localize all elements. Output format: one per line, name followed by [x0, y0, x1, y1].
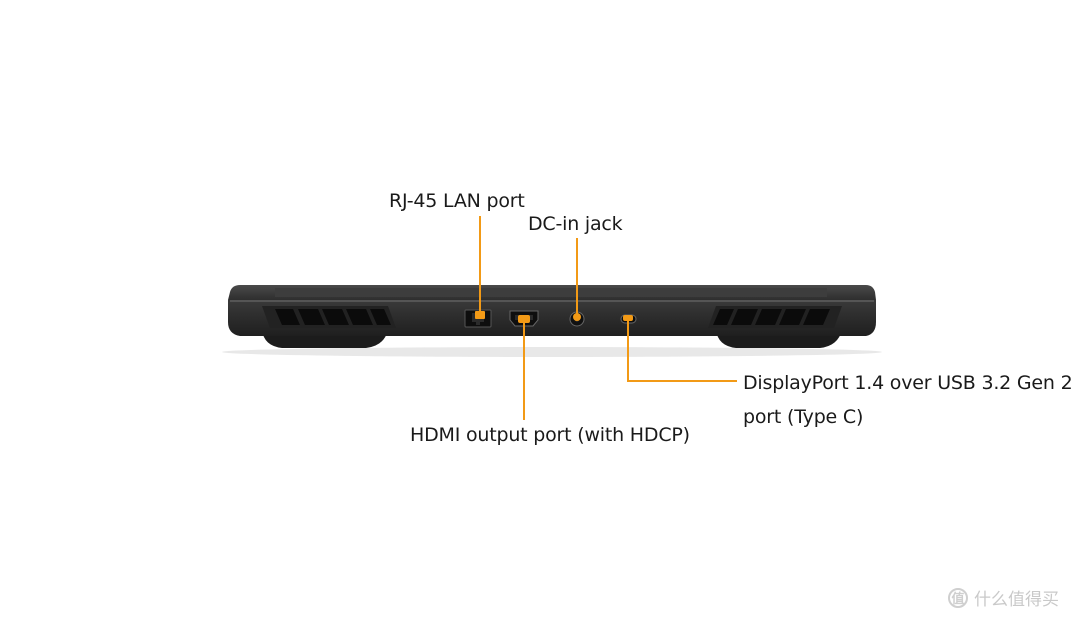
leader-lines	[479, 216, 737, 420]
left-exhaust-vent	[262, 306, 396, 328]
watermark-text: 什么值得买	[974, 590, 1059, 610]
hinge-bar	[275, 288, 827, 297]
shadow	[222, 347, 882, 357]
leader-dots	[475, 311, 633, 323]
hdmi-label: HDMI output port (with HDCP)	[410, 424, 690, 446]
leader-displayport	[627, 318, 737, 382]
displayport-label-line2: port (Type C)	[743, 406, 864, 428]
watermark: 值 什么值得买	[948, 585, 1059, 610]
watermark-logo-icon: 值	[948, 587, 968, 608]
displayport-label: DisplayPort 1.4 over USB 3.2 Gen 2 port …	[743, 366, 1073, 434]
dc-in-label: DC-in jack	[528, 213, 623, 235]
right-exhaust-vent	[708, 306, 842, 328]
displayport-label-line1: DisplayPort 1.4 over USB 3.2 Gen 2	[743, 372, 1073, 394]
chassis-highlight	[230, 300, 874, 302]
rj45-label: RJ-45 LAN port	[389, 190, 525, 212]
